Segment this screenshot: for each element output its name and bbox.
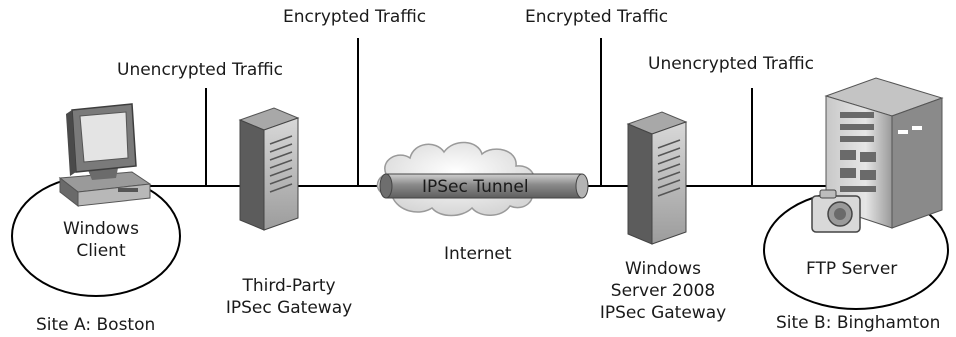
label-encrypted-traffic-right: Encrypted Traffic [525,7,669,27]
label-third-party-line1: Third-Party [242,276,336,296]
tunnel-pipe [379,173,589,199]
label-third-party-gateway: Third-Party IPSec Gateway [206,275,372,319]
computer-icon [58,103,152,208]
label-unencrypted-traffic-right: Unencrypted Traffic [648,54,815,74]
windows-gateway-server-icon [626,111,688,245]
label-win-gw-line3: IPSec Gateway [599,303,727,323]
label-encrypted-traffic-left: Encrypted Traffic [283,7,427,27]
label-site-b: Site B: Binghamton [776,313,941,333]
camera-icon [811,189,861,233]
label-windows-client: Windows Client [56,218,146,262]
label-ipsec-tunnel: IPSec Tunnel [422,177,529,197]
label-third-party-line2: IPSec Gateway [225,298,353,318]
ftp-server-icon [824,77,944,229]
label-internet: Internet [444,244,512,264]
label-unencrypted-traffic-left: Unencrypted Traffic [117,60,284,80]
label-ftp-server: FTP Server [806,259,898,279]
label-windows-server-gateway: Windows Server 2008 IPSec Gateway [580,258,746,324]
label-windows-client-line2: Client [76,241,126,261]
label-site-a: Site A: Boston [36,315,156,335]
label-win-gw-line1: Windows [625,259,701,279]
third-party-server-icon [238,107,300,231]
label-win-gw-line2: Server 2008 [610,281,716,301]
label-windows-client-line1: Windows [63,219,139,239]
